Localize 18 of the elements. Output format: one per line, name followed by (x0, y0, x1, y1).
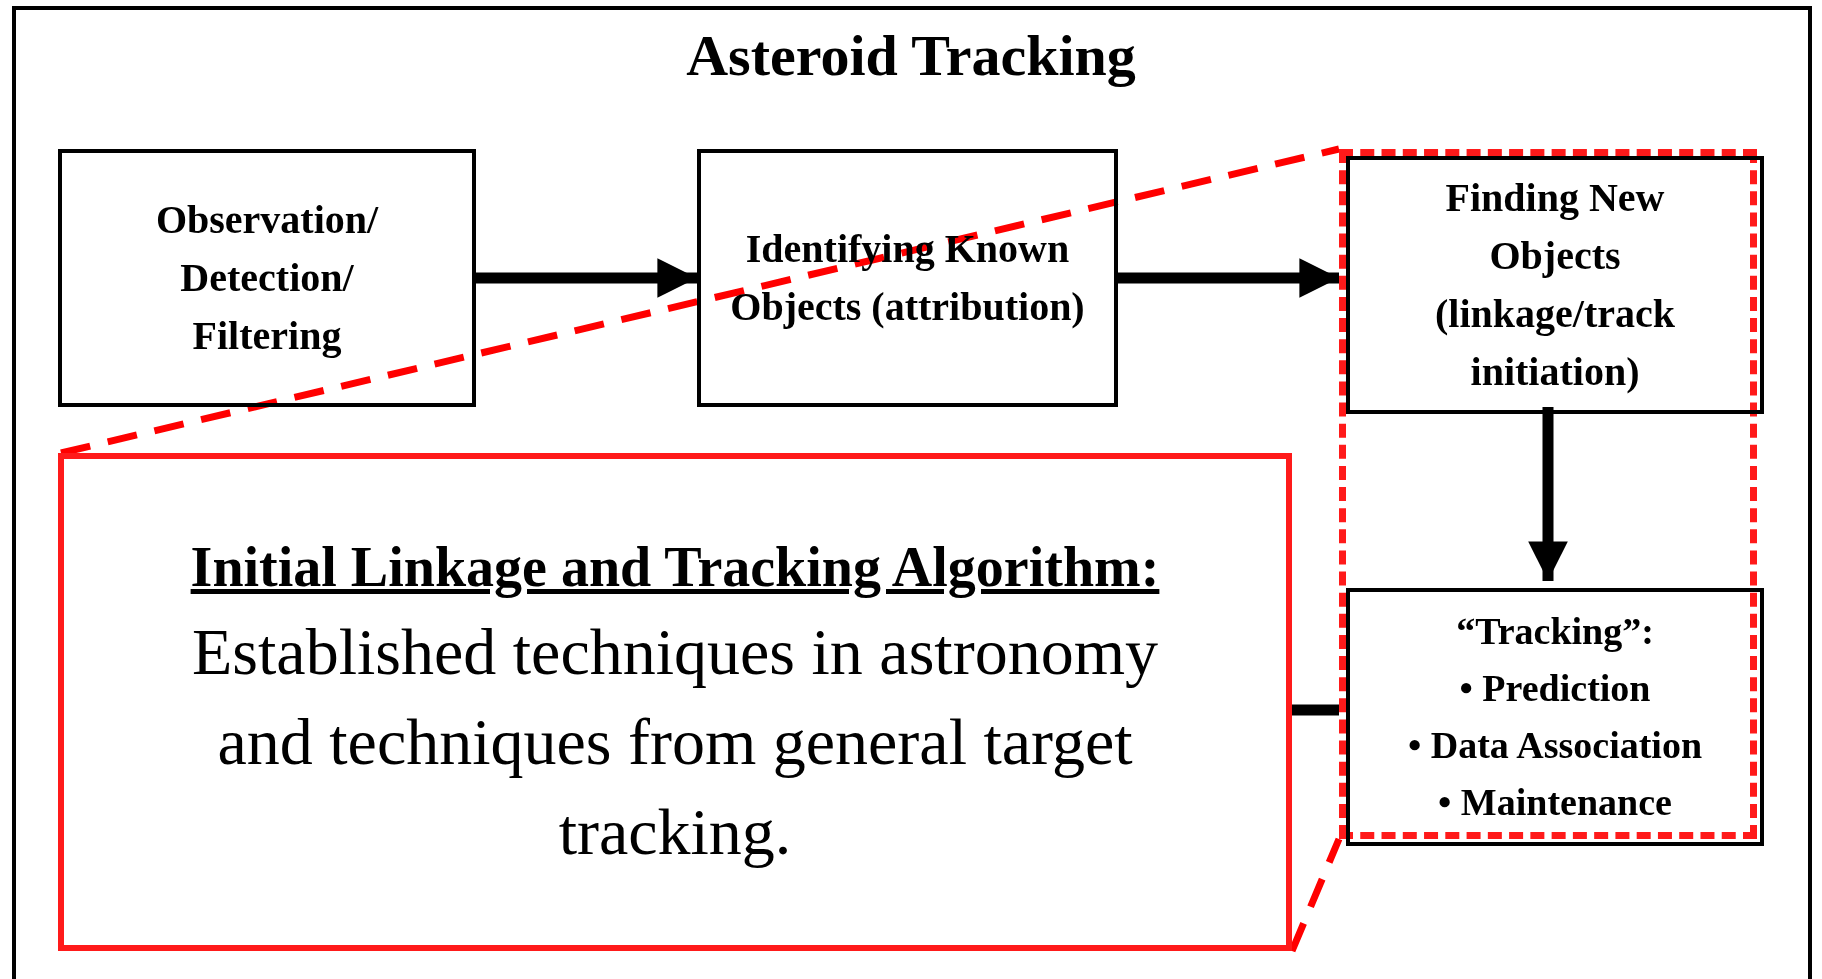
process-box (58, 149, 476, 407)
process-box (697, 149, 1118, 407)
box-label: • Data Association (1407, 723, 1703, 768)
arrow (1528, 407, 1568, 581)
arrow (476, 258, 697, 298)
box-label: • Prediction (1459, 666, 1651, 711)
process-box (1346, 588, 1764, 846)
box-label: Finding New Objects (linkage/track initiation) (1434, 174, 1676, 396)
callout-text: Established techniques in astronomy and techniques from general target tracking. (191, 614, 1159, 870)
callout-box (58, 453, 1292, 951)
diagram-title: Asteroid Tracking (686, 22, 1136, 89)
callout-heading: Initial Linkage and Tracking Algorithm: (190, 535, 1160, 600)
box-label: Observation/ Detection/ Filtering (154, 196, 380, 360)
box-label: Identifying Known Objects (attribution) (729, 225, 1086, 331)
process-box (1346, 156, 1764, 414)
arrow (1118, 258, 1339, 298)
box-label: • Maintenance (1438, 780, 1672, 825)
box-label: “Tracking”: (1456, 609, 1654, 654)
